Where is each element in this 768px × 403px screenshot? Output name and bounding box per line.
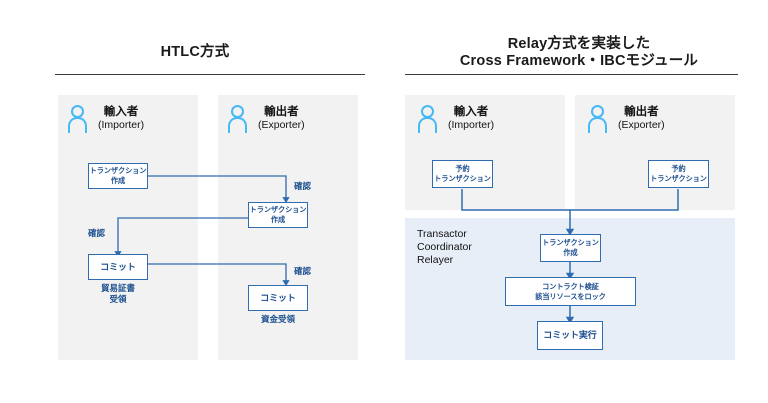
- tag-confirm-3: 確認: [294, 266, 312, 276]
- actor-name: 輸入者: [453, 106, 489, 118]
- actor-name: 輸出者: [624, 106, 659, 118]
- box-commit-importer[interactable]: コミット: [88, 254, 148, 280]
- person-icon: [68, 105, 88, 133]
- box-line-1: トランザクション: [89, 166, 147, 175]
- actor-importer-left: 輸入者 (Importer): [68, 105, 144, 133]
- box-line-1: コントラクト検証: [542, 281, 599, 291]
- caption-line-2: 受領: [109, 293, 127, 304]
- box-line-2: トランザクション: [434, 174, 491, 183]
- box-line-1: コミット: [100, 261, 136, 272]
- group-label-line-2: Coordinator: [417, 241, 472, 253]
- actor-name: 輸入者: [103, 106, 139, 118]
- htlc-diagram: HTLC方式 輸入者 (Importer) 輸出者 (Exporter): [55, 44, 365, 360]
- box-contract-verify[interactable]: コントラクト検証 該当リソースをロック: [505, 277, 636, 306]
- actor-name: 輸出者: [264, 106, 299, 118]
- box-commit-exec[interactable]: コミット実行: [537, 321, 603, 350]
- caption-trade-doc-receipt: 貿易証書 受領: [88, 283, 148, 304]
- right-title-line-1: Relay方式を実装した: [507, 36, 651, 52]
- transactor-group-label: Transactor Coordinator Relayer: [417, 228, 472, 267]
- box-tx-create-importer[interactable]: トランザクション 作成: [88, 163, 148, 189]
- actor-exporter-left: 輸出者 (Exporter): [228, 105, 305, 133]
- actor-importer-right: 輸入者 (Importer): [418, 105, 494, 133]
- person-icon: [228, 105, 248, 133]
- box-line-1: トランザクション: [249, 205, 307, 214]
- person-icon: [588, 105, 608, 133]
- left-diagram-title: HTLC方式: [160, 44, 230, 60]
- box-line-2: 作成: [563, 248, 578, 257]
- tag-confirm-2: 確認: [88, 228, 106, 238]
- box-line-1: コミット: [260, 292, 296, 303]
- box-tx-create-exporter[interactable]: トランザクション 作成: [248, 202, 308, 228]
- caption-line-1: 資金受領: [260, 314, 295, 324]
- right-title-line-2: Cross Framework・IBCモジュール: [459, 53, 699, 69]
- actor-subtitle: (Exporter): [618, 119, 665, 131]
- right-diagram-title: Relay方式を実装した Cross Framework・IBCモジュール: [390, 36, 768, 70]
- box-line-2: 作成: [110, 176, 126, 185]
- box-line-2: トランザクション: [650, 174, 707, 183]
- relay-cross-framework-diagram: Relay方式を実装した Cross Framework・IBCモジュール 輸入…: [390, 0, 768, 403]
- importer-panel-left: [58, 95, 198, 360]
- actor-subtitle: (Importer): [98, 119, 145, 131]
- actor-exporter-right: 輸出者 (Exporter): [588, 105, 665, 133]
- box-tx-create-center[interactable]: トランザクション 作成: [540, 234, 601, 262]
- box-reserve-tx-importer[interactable]: 予約 トランザクション: [432, 160, 493, 188]
- box-line-2: 該当リソースをロック: [535, 291, 606, 301]
- right-title-divider: [405, 74, 738, 75]
- caption-line-1: 貿易証書: [100, 283, 135, 293]
- group-label-line-1: Transactor: [417, 228, 467, 240]
- actor-subtitle: (Exporter): [258, 119, 305, 131]
- left-title-divider: [55, 74, 365, 75]
- box-line-1: 予約: [455, 164, 470, 173]
- group-label-line-3: Relayer: [417, 254, 454, 266]
- box-line-1: 予約: [671, 164, 686, 173]
- box-line-1: トランザクション: [542, 238, 599, 247]
- box-commit-exporter[interactable]: コミット: [248, 285, 308, 311]
- box-line-2: 作成: [270, 215, 286, 224]
- actor-subtitle: (Importer): [448, 119, 495, 131]
- tag-confirm-1: 確認: [294, 181, 312, 191]
- box-reserve-tx-exporter[interactable]: 予約 トランザクション: [648, 160, 709, 188]
- box-line-1: コミット実行: [543, 330, 597, 340]
- person-icon: [418, 105, 438, 133]
- caption-funds-receipt: 資金受領: [248, 314, 308, 325]
